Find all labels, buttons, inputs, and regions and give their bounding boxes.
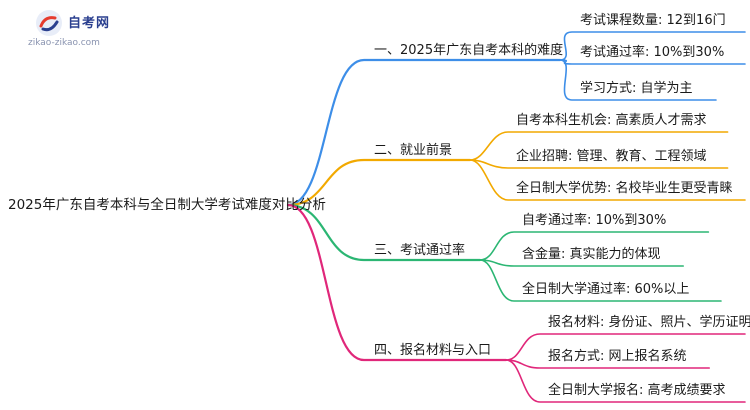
leaf-connector-2-1 [469,131,729,161]
leaf-connector-1-3 [559,59,717,101]
branch-connector-2 [286,158,472,207]
logo-name: 自考网 [68,16,111,31]
leaf-connector-3-3 [479,259,722,302]
leaf-node-4-2: 报名方式: 网上报名系统 [548,349,687,364]
leaf-connector-2-3 [469,159,746,201]
logo-badge [36,10,62,36]
branch-label-3: 三、考试通过率 [374,243,466,258]
branch-connector-4 [286,203,508,362]
leaf-node-4-3: 全日制大学报名: 高考成绩要求 [548,383,726,398]
root-topic: 2025年广东自考本科与全日制大学考试难度对比分析 [8,197,326,213]
site-logo[interactable]: 自考网 zikao-zikao.com [14,8,144,54]
leaf-node-4-1: 报名材料: 身份证、照片、学历证明 [548,315,750,330]
branch-label-1: 一、2025年广东自考本科的难度 [374,43,564,58]
branch-label-2: 二、就业前景 [374,143,453,158]
branch-label-4: 四、报名材料与入口 [374,343,492,358]
leaf-node-2-2: 企业招聘: 管理、教育、工程领域 [516,149,707,164]
leaf-node-2-1: 自考本科生机会: 高素质人才需求 [516,113,707,128]
leaf-node-1-3: 学习方式: 自学为主 [580,81,693,96]
leaf-connector-2-2 [469,159,729,169]
branch-connector-1 [286,58,562,207]
branch-connector-3 [286,203,482,262]
leaf-node-3-3: 全日制大学通过率: 60%以上 [522,282,690,297]
leaf-node-2-3: 全日制大学优势: 名校毕业生更受青睐 [516,181,733,196]
leaf-connector-4-2 [505,359,710,369]
leaf-connector-4-3 [505,359,746,403]
logo-swirl-icon [39,16,59,32]
leaf-node-3-1: 自考通过率: 10%到30% [522,213,667,228]
leaf-connector-3-2 [479,259,684,267]
leaf-node-1-2: 考试通过率: 10%到30% [580,45,725,60]
logo-url: zikao-zikao.com [28,38,100,48]
leaf-connector-3-1 [479,231,710,261]
leaf-connector-4-1 [505,333,746,361]
leaf-connector-1-1 [559,31,746,61]
leaf-node-1-1: 考试课程数量: 12到16门 [580,13,726,28]
leaf-node-3-2: 含金量: 真实能力的体现 [522,247,661,262]
